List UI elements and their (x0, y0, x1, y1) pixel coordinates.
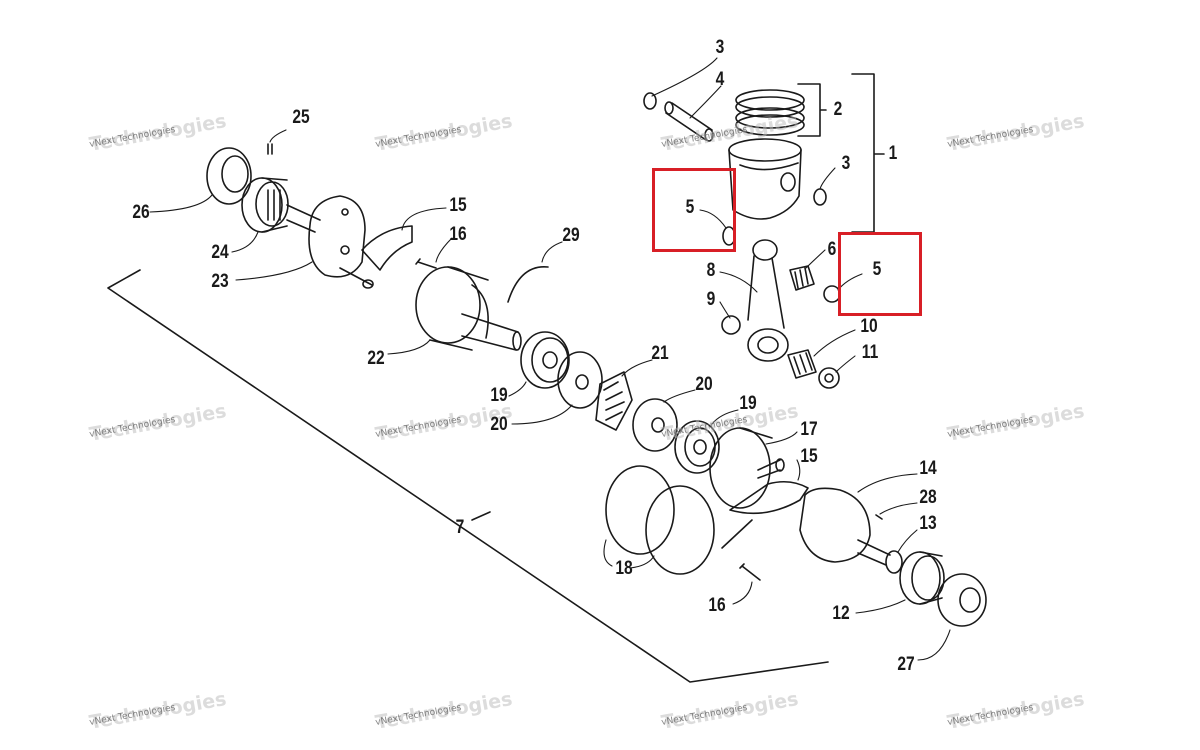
callout-23: 23 (211, 271, 229, 292)
group-2-bracket (797, 83, 827, 137)
callout-24: 24 (211, 242, 229, 263)
piston (728, 138, 802, 220)
callout-29: 29 (562, 225, 580, 246)
callout-18: 18 (615, 558, 633, 579)
washer-11 (818, 367, 840, 389)
needle-bearing-10 (787, 349, 817, 379)
ring-29 (507, 266, 549, 303)
oil-seal-26 (206, 147, 252, 205)
callout-5-left: 5 (685, 197, 695, 218)
callout-27: 27 (897, 654, 915, 675)
counterweight-15-right (729, 480, 809, 515)
callout-10: 10 (860, 316, 878, 337)
counterweight-15-left (361, 225, 413, 271)
callout-2: 2 (833, 99, 843, 120)
callout-4: 4 (715, 69, 725, 90)
callout-14: 14 (919, 458, 937, 479)
bearing-19-left (520, 331, 570, 389)
snap-ring-18-a (605, 465, 675, 555)
callout-25: 25 (292, 107, 310, 128)
leader-lines (149, 57, 951, 661)
callout-26: 26 (132, 202, 150, 223)
oil-seal-27 (937, 573, 987, 627)
callout-16-left: 16 (449, 224, 467, 245)
callout-17: 17 (800, 419, 818, 440)
callout-7: 7 (455, 517, 465, 538)
callout-28: 28 (919, 487, 937, 508)
leader-7 (471, 511, 491, 521)
group-7-bracket (107, 269, 829, 683)
crank-half-17 (709, 427, 785, 509)
snap-ring-18-b (645, 485, 715, 575)
washer-20-left (557, 351, 603, 409)
washer-9 (721, 315, 741, 335)
connecting-rod (747, 239, 789, 362)
screw-16-left (415, 258, 437, 269)
callout-20-right: 20 (695, 374, 713, 395)
callout-22: 22 (367, 348, 385, 369)
piston-rings (735, 89, 805, 136)
washer-20-right (632, 398, 678, 452)
seal-13 (885, 550, 903, 574)
callout-9: 9 (706, 289, 716, 310)
callout-15-left: 15 (449, 195, 467, 216)
bearing-24 (241, 177, 289, 233)
crank-web-22 (415, 266, 522, 351)
callout-5-right: 5 (872, 259, 882, 280)
crank-half-left (286, 195, 374, 289)
wrist-pin (664, 101, 714, 142)
gear-21 (595, 371, 633, 431)
pin-25 (267, 143, 273, 155)
callout-8: 8 (706, 260, 716, 281)
bearing-19-right (674, 420, 720, 474)
callout-19-right: 19 (739, 393, 757, 414)
callout-20-left: 20 (490, 414, 508, 435)
screw-16-right (739, 563, 761, 581)
callout-21: 21 (651, 343, 669, 364)
needle-bearing-6 (789, 265, 815, 291)
circlip-3-top (643, 92, 657, 110)
callout-11: 11 (861, 342, 879, 363)
callout-12: 12 (832, 603, 850, 624)
bearing-12 (899, 551, 945, 605)
callout-15-right: 15 (800, 446, 818, 467)
pin-28 (875, 514, 883, 520)
group-1-bracket (851, 73, 885, 233)
circlip-3-right (813, 188, 827, 206)
highlight-box-part-5-left (652, 168, 736, 252)
callout-1: 1 (888, 143, 898, 164)
callout-3-right: 3 (841, 153, 851, 174)
crank-half-14 (799, 487, 891, 566)
callout-19-left: 19 (490, 385, 508, 406)
callout-13: 13 (919, 513, 937, 534)
callout-6: 6 (827, 239, 837, 260)
callout-3-top: 3 (715, 37, 725, 58)
callout-16-right: 16 (708, 595, 726, 616)
highlight-box-part-5-right (838, 232, 922, 316)
